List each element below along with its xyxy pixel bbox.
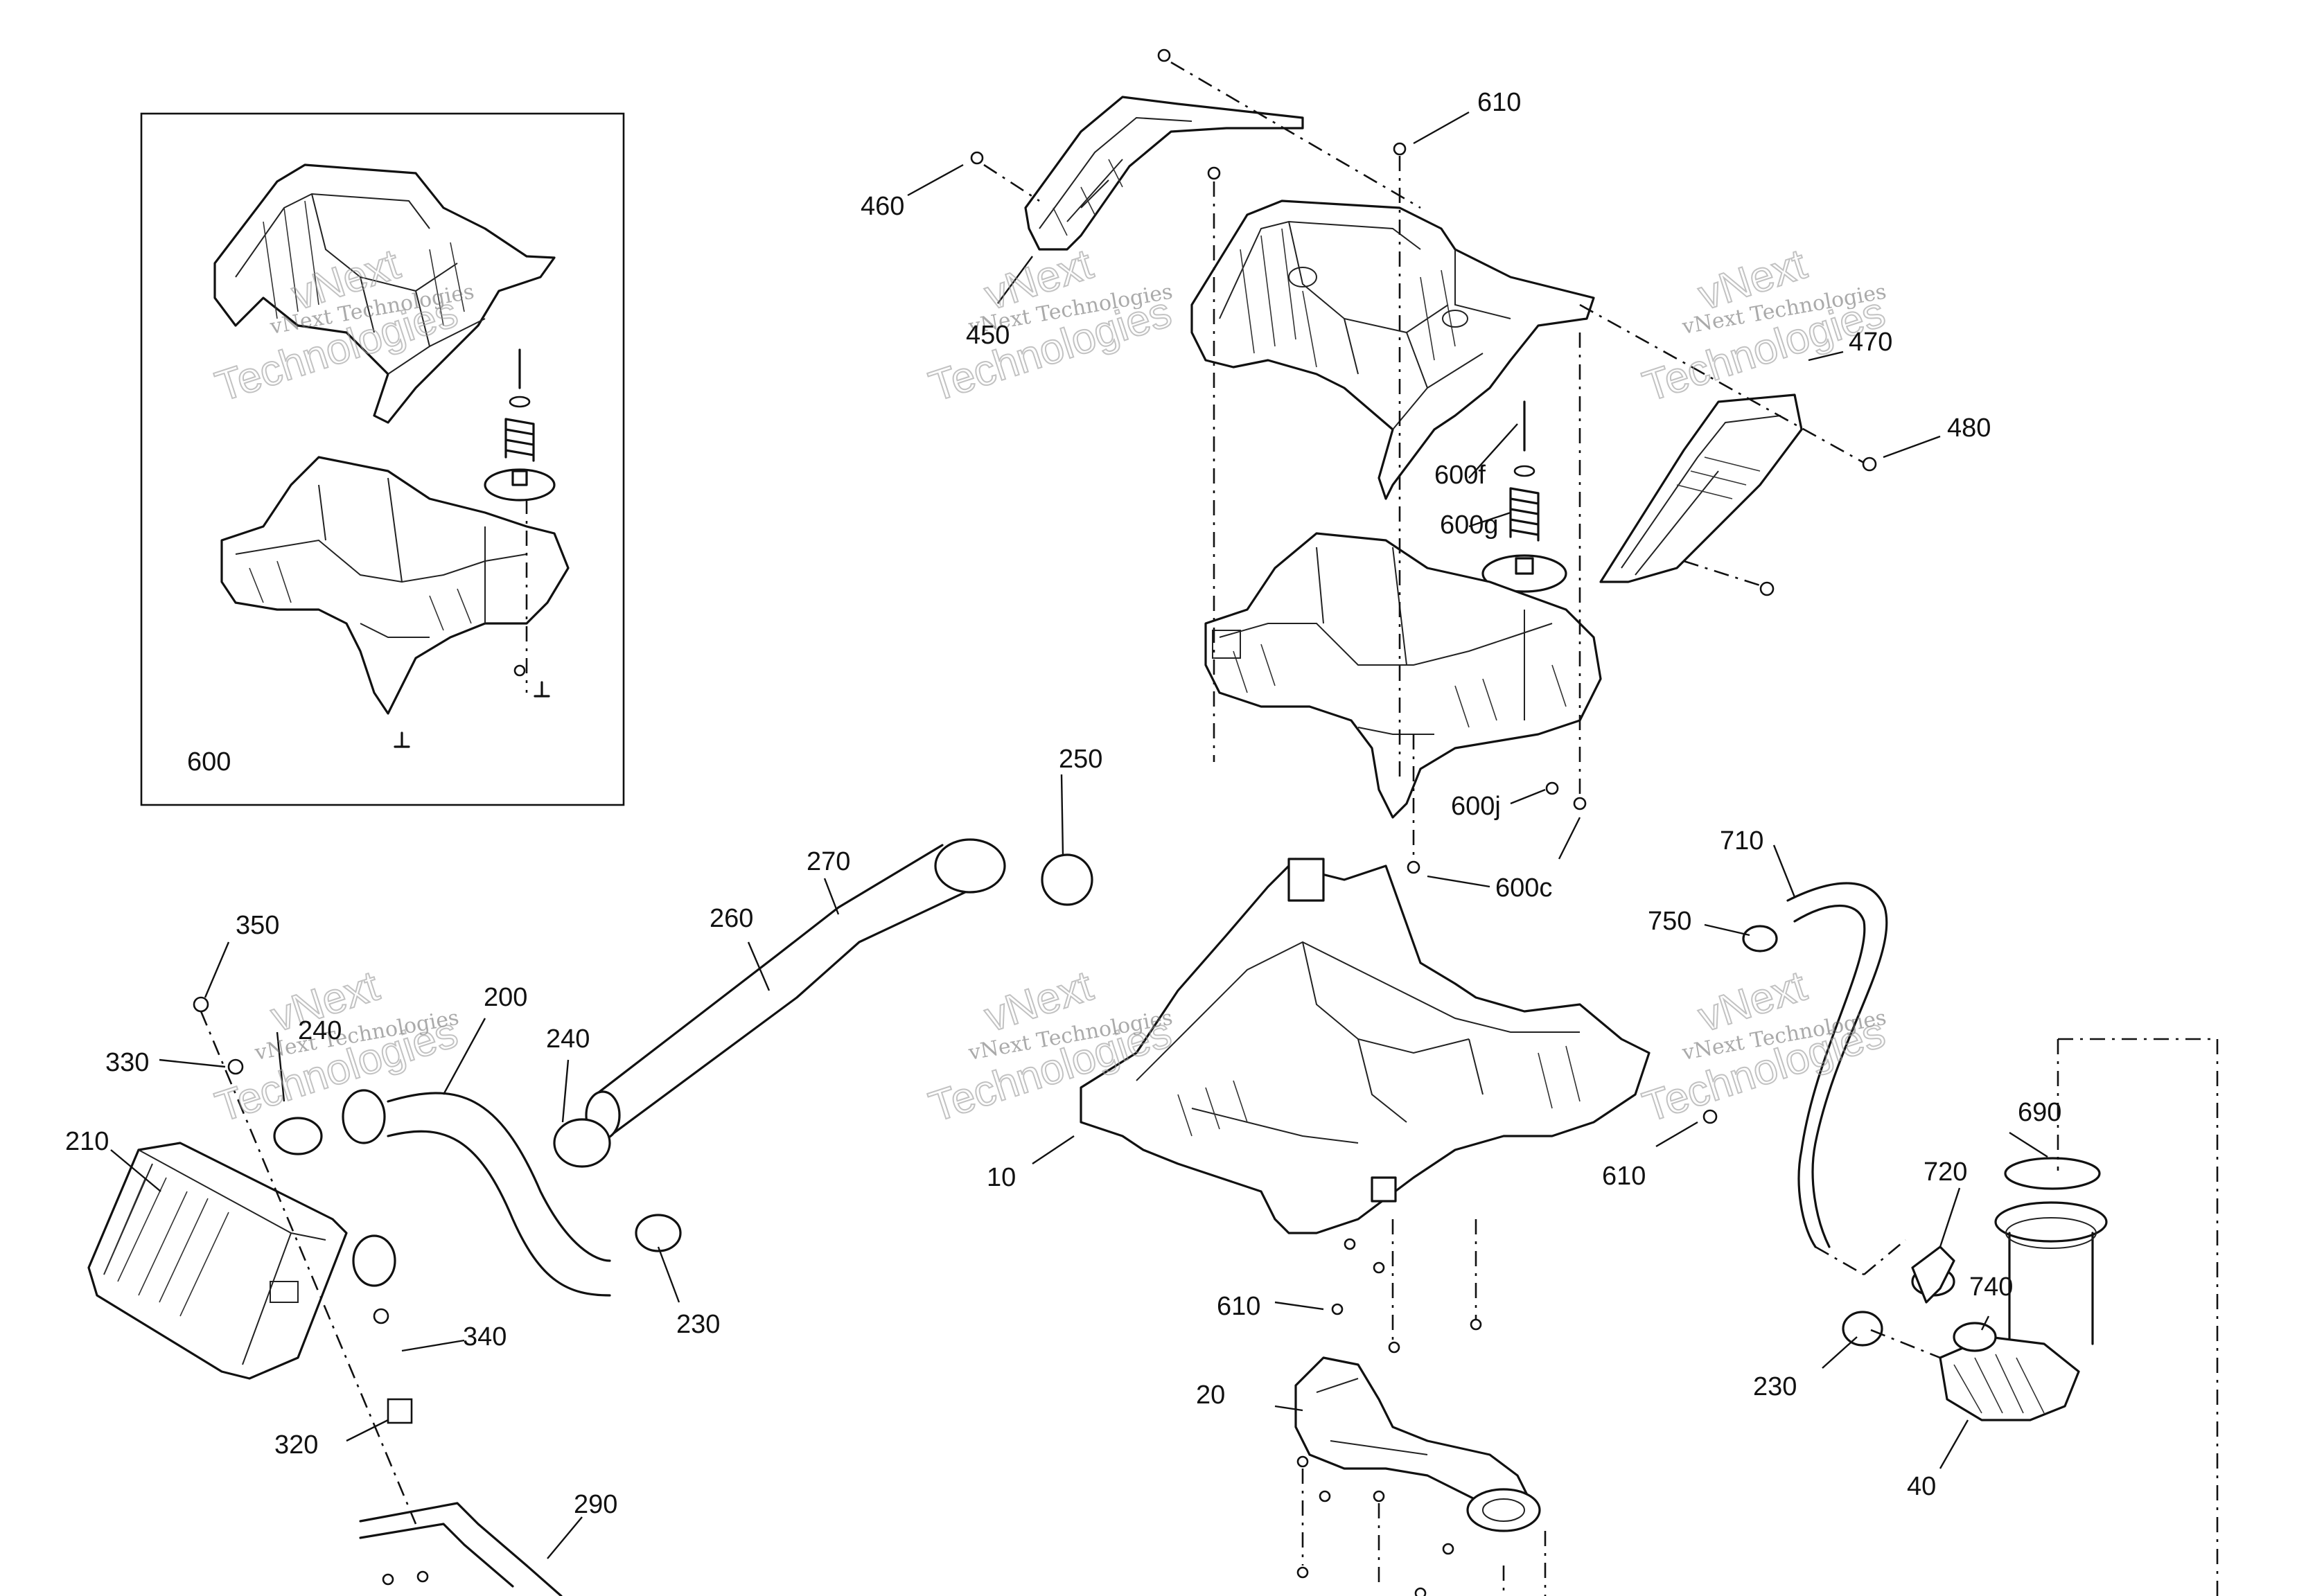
air-duct-450: [1024, 96, 1304, 251]
explode-lines: [200, 61, 2219, 1596]
callout-600g: 600g: [1440, 511, 1499, 540]
side-panel-470: [1599, 393, 1803, 583]
callout-610-top: 610: [1477, 88, 1521, 117]
spring-stack-600: [1481, 400, 1567, 593]
hose-710: [1786, 882, 1888, 1248]
callout-600f: 600f: [1434, 461, 1486, 490]
callout-460: 460: [861, 192, 904, 221]
airbox-upper-cover: [1190, 200, 1595, 500]
callout-710: 710: [1720, 826, 1763, 855]
leader-lines: [110, 111, 2048, 1559]
callout-720: 720: [1924, 1158, 1967, 1187]
hose-200: [342, 1089, 611, 1297]
callout-610-bottom: 610: [1217, 1292, 1260, 1321]
callout-270: 270: [807, 847, 850, 876]
inset-assembly-600: [140, 112, 625, 806]
callout-750: 750: [1648, 907, 1691, 936]
watermarks: vNext Technologies vNext Technologies vN…: [209, 240, 1892, 1133]
callout-480: 480: [1947, 414, 1991, 443]
callout-450: 450: [966, 321, 1010, 350]
callout-210: 210: [65, 1127, 109, 1156]
inset-label-600: 600: [187, 747, 231, 777]
callout-470: 470: [1849, 328, 1892, 357]
callout-10: 10: [987, 1163, 1016, 1192]
hose-clamps: [273, 853, 2101, 1347]
callout-250: 250: [1059, 745, 1102, 774]
callout-20: 20: [1196, 1381, 1225, 1410]
callout-330: 330: [105, 1048, 149, 1077]
callout-350: 350: [236, 911, 279, 940]
callout-40: 40: [1907, 1472, 1936, 1501]
callout-600j: 600j: [1451, 792, 1501, 821]
callout-240-left: 240: [298, 1016, 342, 1045]
callout-320: 320: [274, 1430, 318, 1460]
pipe-260: [585, 838, 1006, 1140]
callout-230-left: 230: [676, 1310, 720, 1339]
intake-tube-20: [1294, 1356, 1541, 1532]
air-intake-base-10: [1080, 858, 1651, 1234]
callout-340: 340: [463, 1322, 507, 1351]
callout-600c: 600c: [1495, 874, 1552, 903]
bracket-290: [359, 1502, 563, 1596]
callout-labels: 600 610 460 450 470 480 600f 600g 600j 6…: [65, 88, 2061, 1519]
callout-230-right: 230: [1753, 1372, 1797, 1401]
callout-260: 260: [710, 904, 753, 933]
callout-200: 200: [484, 983, 527, 1012]
callout-240-right: 240: [546, 1025, 590, 1054]
callout-690: 690: [2018, 1098, 2061, 1127]
intercooler-210: [87, 1142, 396, 1380]
callout-740: 740: [1969, 1273, 2013, 1302]
callout-290: 290: [574, 1490, 617, 1519]
callout-610-right: 610: [1602, 1162, 1646, 1191]
filter-assembly-40: [1911, 1201, 2108, 1421]
